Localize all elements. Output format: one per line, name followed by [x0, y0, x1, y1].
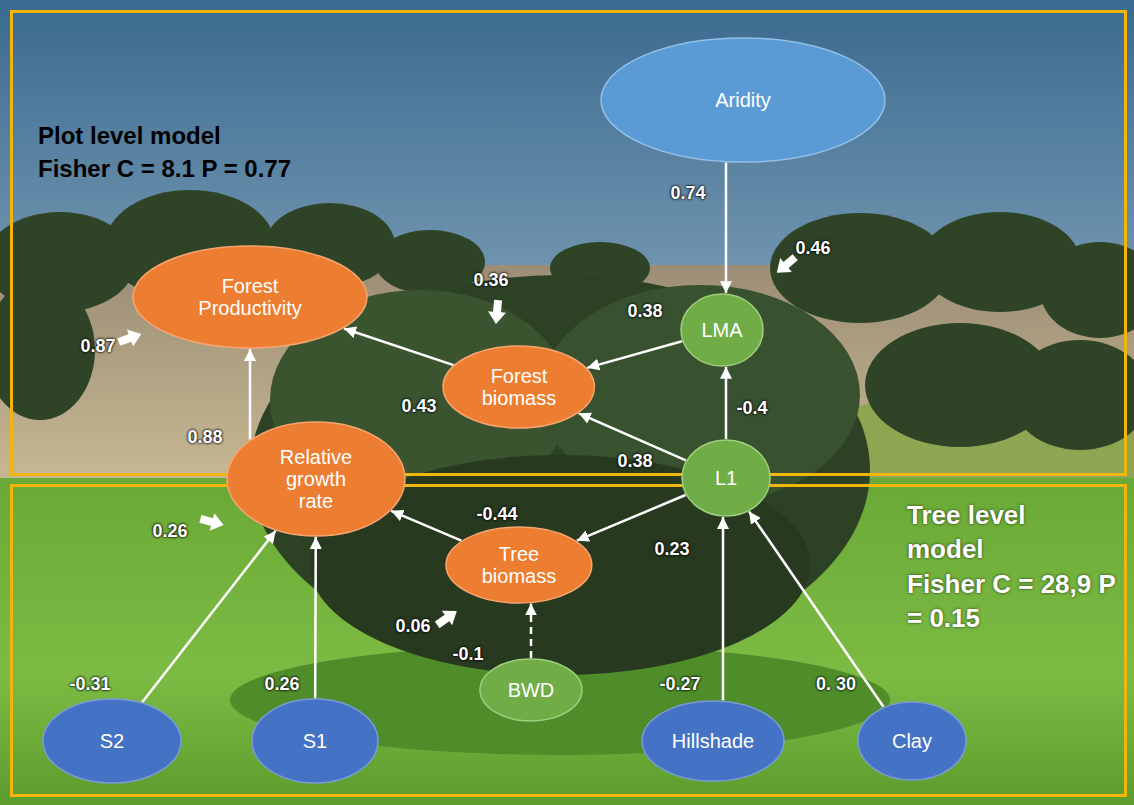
node-label: Hillshade [672, 730, 754, 752]
panel-statistics: Fisher C = 8.1 P = 0.77 [38, 153, 291, 184]
tree-canopy [1010, 340, 1134, 450]
path-arrow [577, 495, 686, 541]
ellipse-shape [681, 294, 763, 366]
ellipse-shape [443, 346, 594, 428]
node-label: S2 [100, 730, 124, 752]
node-label: S1 [303, 730, 327, 752]
ellipse-shape [601, 38, 885, 162]
node-text-block: S2 [100, 730, 124, 752]
residual-value: 0.26 [152, 522, 187, 540]
ellipse-shape [682, 440, 770, 516]
node-text-block: S1 [303, 730, 327, 752]
ellipse-shape [252, 699, 378, 783]
variable-ellipse: Aridity [600, 37, 886, 163]
variable-ellipse: Forest Productivity [132, 245, 368, 349]
variable-ellipse: L1 [681, 439, 771, 517]
node-label: BWD [508, 679, 555, 701]
node-label: Forest biomass [469, 365, 569, 409]
residual-arrow [432, 604, 462, 633]
path-arrow [725, 367, 728, 439]
residual-arrow [116, 325, 145, 350]
ellipse-shape [858, 702, 966, 780]
ellipse-shape [446, 527, 592, 603]
variable-ellipse: LMA [680, 293, 764, 367]
path-arrow [530, 603, 533, 658]
variable-ellipse: BWD [479, 658, 583, 722]
panel-heading: Tree level model [907, 499, 1057, 567]
node-text-block: Hillshade [672, 730, 754, 752]
path-coefficient: 0.74 [670, 184, 705, 202]
path-arrow [749, 511, 883, 706]
ellipse-shape [43, 699, 181, 783]
residual-arrows [116, 250, 801, 632]
path-coefficient: 0.23 [654, 540, 689, 558]
path-coefficient: 0.43 [401, 397, 436, 415]
node-label: Tree biomass [474, 543, 564, 587]
node-text-block: Clay [892, 730, 932, 752]
node-text-block: Aridity [715, 89, 771, 111]
node-label: Relative growth rate [270, 446, 362, 512]
node-label: Forest Productivity [175, 275, 325, 319]
ellipse-shape [133, 246, 367, 348]
tree-canopy [1040, 242, 1134, 338]
panel-heading: Plot level model [38, 120, 221, 151]
node-label: Clay [892, 730, 932, 752]
variable-ellipse: Hillshade [641, 700, 785, 782]
variable-ellipse: S2 [42, 698, 182, 784]
variable-ellipse: Forest biomass [442, 345, 595, 429]
node-text-block: Relative growth rate [270, 446, 362, 512]
residual-arrow [487, 299, 507, 324]
path-coefficient: -0.27 [659, 675, 700, 693]
ellipse-shape [227, 422, 405, 536]
path-coefficient: -0.44 [476, 505, 517, 523]
node-text-block: Forest Productivity [175, 275, 325, 319]
variable-ellipse: Relative growth rate [226, 421, 406, 537]
residual-arrow [198, 510, 226, 534]
path-coefficient: 0.38 [617, 452, 652, 470]
residual-value: 0.46 [795, 239, 830, 257]
variable-ellipse: Clay [857, 701, 967, 781]
path-coefficient: -0.4 [736, 399, 767, 417]
path-coefficient: 0.88 [187, 428, 222, 446]
residual-value: 0.06 [395, 617, 430, 635]
model-panel: Plot level modelFisher C = 8.1 P = 0.77 A… [10, 10, 1127, 476]
path-arrow [344, 328, 454, 365]
path-arrow [142, 531, 275, 702]
path-coefficient: 0. 30 [816, 675, 856, 693]
oak-tree [250, 275, 870, 675]
node-text-block: Forest biomass [469, 365, 569, 409]
node-text-block: Tree biomass [474, 543, 564, 587]
path-arrow [725, 163, 728, 294]
node-text-block: L1 [715, 467, 737, 489]
ellipse-shape [642, 701, 784, 781]
node-label: LMA [701, 319, 742, 341]
path-coefficient: -0.1 [452, 645, 483, 663]
path-arrow [249, 349, 252, 440]
variable-ellipse: S1 [251, 698, 379, 784]
path-coefficient: 0.26 [264, 675, 299, 693]
ellipse-shape [480, 659, 582, 721]
path-arrow [587, 341, 682, 368]
node-label: Aridity [715, 89, 771, 111]
residual-value: 0.87 [80, 337, 115, 355]
path-coefficient: -0.31 [69, 675, 110, 693]
panel-statistics: Fisher C = 28,9 P = 0.15 [907, 568, 1119, 636]
node-text-block: BWD [508, 679, 555, 701]
path-arrow [391, 511, 461, 541]
node-label: L1 [715, 467, 737, 489]
path-arrow [722, 517, 725, 700]
path-arrow [314, 537, 317, 698]
path-coefficient: 0.38 [627, 302, 662, 320]
residual-value: 0.36 [473, 271, 508, 289]
node-text-block: LMA [701, 319, 742, 341]
variable-ellipse: Tree biomass [445, 526, 593, 604]
